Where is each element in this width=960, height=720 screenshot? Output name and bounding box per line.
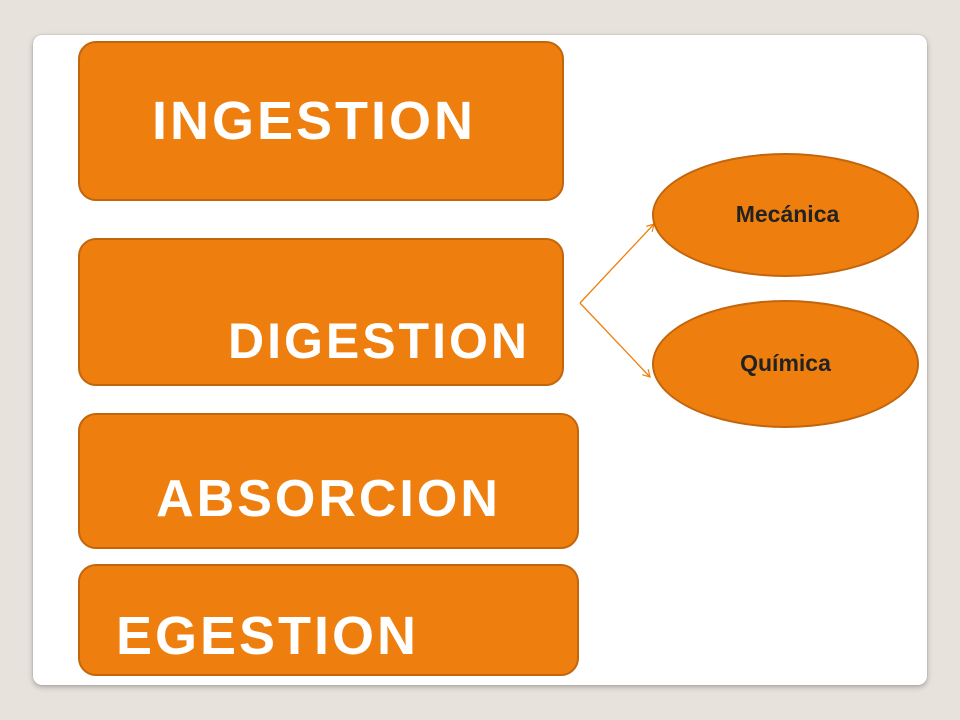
stage-label-ingestion: INGESTION (151, 91, 477, 151)
stage-label-absorcion: ABSORCION (156, 470, 501, 528)
stage-label-digestion: DIGESTION (227, 313, 530, 369)
digestion-type-mecanica: Mecánica (652, 153, 919, 277)
digestion-type-quimica: Química (652, 300, 919, 428)
stage-box-ingestion: INGESTION (78, 41, 564, 201)
stage-label-egestion: EGESTION (116, 606, 420, 666)
stage-box-digestion: DIGESTION (78, 238, 564, 386)
digestion-type-label-mecanica: Mecánica (735, 200, 840, 227)
digestion-type-label-quimica: Química (740, 349, 831, 376)
stage-box-egestion: EGESTION (78, 564, 579, 676)
stage-box-absorcion: ABSORCION (78, 413, 579, 549)
